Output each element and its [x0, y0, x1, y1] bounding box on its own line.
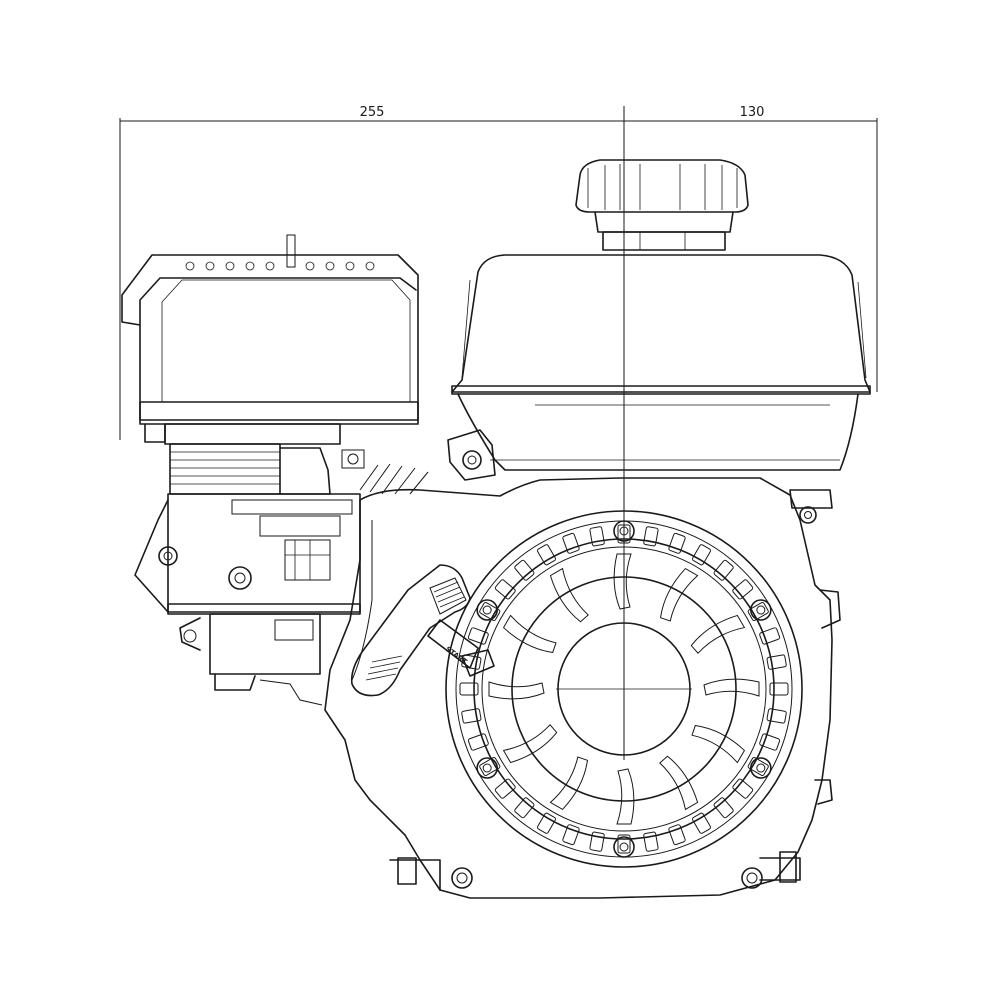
starter-slot: [747, 602, 769, 621]
starter-fin: [549, 567, 589, 623]
starter-bolt: [476, 757, 498, 779]
starter-bolt: [613, 836, 635, 858]
starter-slot: [668, 532, 686, 554]
starter-fin: [613, 553, 632, 610]
starter-fin: [502, 724, 558, 764]
starter-slot: [692, 812, 711, 834]
starter-fin: [502, 614, 557, 654]
starter-slot: [692, 544, 711, 566]
dimension-label-left: 255: [360, 105, 385, 120]
starter-slot: [479, 757, 501, 776]
starter-slot: [494, 579, 516, 600]
starter-slot: [643, 526, 659, 547]
starter-slot: [562, 532, 580, 554]
starter-fin: [690, 614, 746, 654]
starter-slot: [747, 757, 769, 776]
cylinder-fins: [164, 423, 429, 495]
starter-slot: [759, 627, 781, 645]
starter-fin: [549, 756, 589, 811]
starter-fin: [659, 567, 699, 622]
air-filter: [121, 234, 419, 443]
starter-slot: [479, 602, 501, 621]
starter-slot: [766, 654, 787, 670]
fuel-tank: [451, 254, 871, 471]
starter-slot: [732, 778, 754, 799]
starter-bolts: [476, 520, 772, 858]
starter-slot: [514, 559, 535, 581]
starter-bolt: [750, 599, 772, 621]
mount-tabs: [447, 429, 833, 524]
starter-slot: [732, 579, 754, 600]
starter-slot: [537, 812, 556, 834]
starter-fin: [488, 681, 545, 700]
dimension-label-right: 130: [740, 105, 765, 120]
starter-slot: [461, 708, 482, 724]
starter-slot: [668, 824, 686, 846]
starter-inner-fins: [488, 553, 760, 825]
starter-outer-slots: [459, 524, 789, 854]
carburetor: [134, 493, 361, 706]
starter-slot: [537, 544, 556, 566]
starter-slot: [514, 797, 535, 819]
handle-grip-texture: [365, 581, 465, 681]
starter-slot: [713, 797, 734, 819]
starter-fin: [616, 768, 635, 825]
starter-slot: [459, 682, 479, 696]
starter-fin: [691, 724, 746, 764]
starter-slot: [494, 778, 516, 799]
starter-slot: [467, 733, 489, 751]
fuel-cap: [575, 159, 749, 251]
recoil-starter: [445, 510, 803, 868]
starter-slot: [467, 627, 489, 645]
starter-slot: [643, 831, 659, 852]
starter-handle[interactable]: START: [350, 564, 495, 697]
starter-fin: [703, 678, 760, 697]
air-filter-vents: [185, 261, 375, 271]
starter-bolt: [476, 599, 498, 621]
starter-bolt: [750, 757, 772, 779]
starter-slot: [766, 708, 787, 724]
starter-slot: [617, 834, 631, 854]
starter-slot: [589, 831, 605, 852]
starter-fin: [659, 755, 699, 811]
starter-slot: [713, 559, 734, 581]
starter-slot: [617, 524, 631, 544]
starter-slot: [589, 526, 605, 547]
starter-bolt: [613, 520, 635, 542]
crankcase: [324, 477, 841, 899]
starter-slot: [759, 733, 781, 751]
starter-slot: [562, 824, 580, 846]
starter-slot: [769, 682, 789, 696]
dimension-lines: [119, 106, 878, 760]
